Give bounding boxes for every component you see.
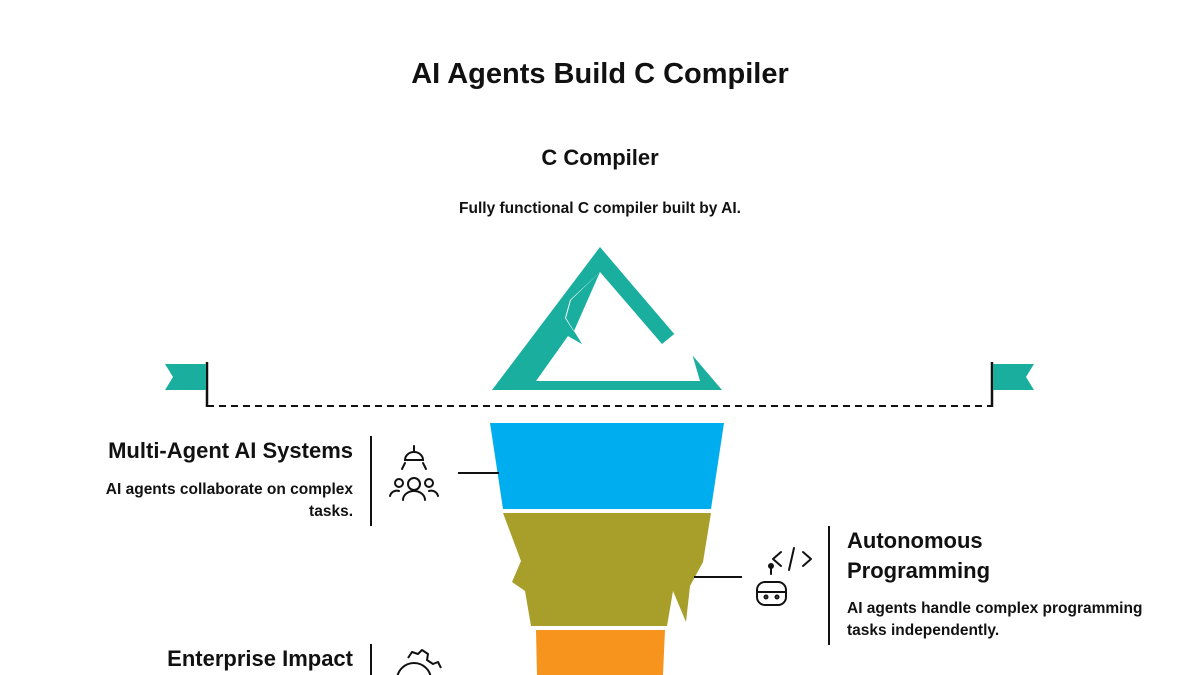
left-flag-icon [165,364,206,390]
layer-multi-agent-description: AI agents collaborate on complex tasks. [105,481,353,520]
peak-heading: C Compiler [541,145,659,170]
layer-autonomous-description: AI agents handle complex programming tas… [847,600,1143,639]
layer-enterprise-band [536,630,665,675]
diagram-title: AI Agents Build C Compiler [411,58,789,90]
layer-autonomous-text: Autonomous Programming AI agents handle … [847,526,1167,642]
layer-multi-agent-text: Multi-Agent AI Systems AI agents collabo… [60,437,353,523]
layer-autonomous-band [503,513,711,626]
iceberg-tip [492,247,722,390]
peak-description: Fully functional C compiler built by AI. [459,200,741,217]
waterline [205,362,994,407]
robot-code-icon [756,547,812,606]
gear-icon [396,649,442,675]
right-flag-icon [993,364,1034,390]
layer-enterprise-text: Enterprise Impact [60,645,353,673]
layer-multi-agent-heading: Multi-Agent AI Systems [108,438,353,463]
layer-autonomous-heading: Autonomous Programming [847,528,991,583]
multi-agent-people-icon [389,445,439,501]
layer-enterprise-heading: Enterprise Impact [167,646,353,671]
layer-multi-agent-band [490,423,724,509]
